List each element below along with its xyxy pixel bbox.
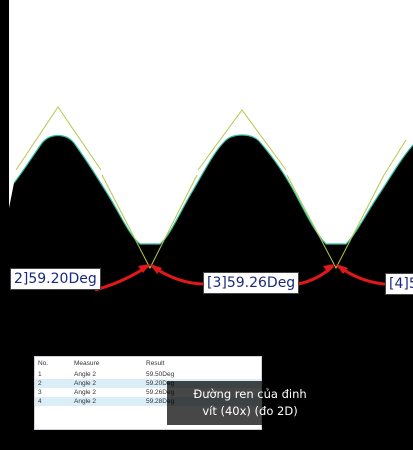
thread-edge-line (13, 134, 413, 245)
cell-measure: Angle 2 (74, 389, 97, 396)
caption-line-2: vít (40x) (đo 2D) (202, 404, 298, 418)
angle-label-3: [3]59.26Deg (203, 272, 300, 294)
angle-label-2: 2]59.20Deg (10, 268, 101, 290)
table-header-row: No. Measure Result (35, 357, 261, 370)
column-header-measure: Measure (74, 360, 100, 367)
cell-no: 2 (35, 379, 71, 388)
caption-line-1: Đường ren của đinh (193, 387, 307, 401)
cell-no: 3 (38, 389, 42, 396)
angle-label-4: [4]5 (385, 273, 413, 295)
table-row[interactable]: 3 Angle 2 59.26Deg (35, 388, 261, 397)
cell-measure: Angle 2 (74, 371, 97, 378)
image-frame-edge (0, 0, 9, 450)
arrowheads (138, 264, 348, 274)
column-header-no: No. (38, 360, 49, 367)
cell-measure: Angle 2 (71, 379, 143, 388)
column-header-result: Result (146, 360, 165, 367)
cell-result: 59.26Deg (146, 389, 175, 396)
cell-result: 59.50Deg (146, 371, 175, 378)
flank-construction-lines (15, 106, 407, 270)
table-row[interactable]: 1 Angle 2 59.50Deg (35, 370, 261, 379)
cell-no: 4 (35, 397, 71, 406)
image-caption: Đường ren của đinh vít (40x) (đo 2D) (167, 381, 333, 425)
cell-measure: Angle 2 (71, 397, 143, 406)
cell-no: 1 (38, 371, 42, 378)
